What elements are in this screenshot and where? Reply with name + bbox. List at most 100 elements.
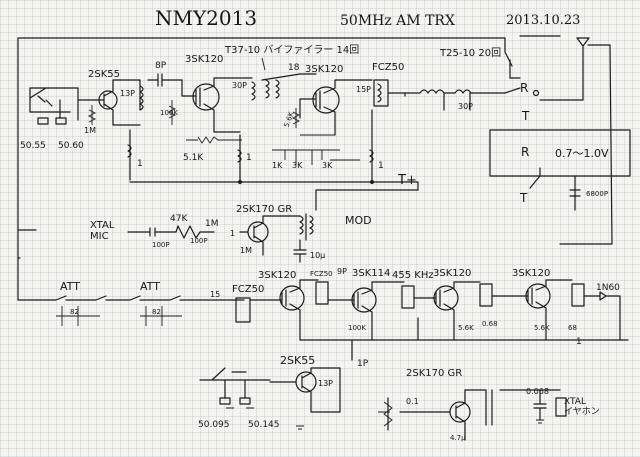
rx-res-68b: 0.68 [482, 320, 498, 328]
tx-stage1-cap-label: 30P [232, 81, 247, 90]
tx-stage1-transistor [192, 83, 220, 111]
rx-detector-label: 1N60 [596, 283, 620, 293]
mic-transistor-label: 2SK170 GR [236, 204, 292, 215]
tx-coil-note-arrow [261, 57, 266, 71]
tx-crystal-low-left: 50.55 [20, 141, 46, 151]
mic-transistor-leads [239, 215, 301, 256]
relay-cap: 6800P [586, 190, 608, 198]
tx-stage2-res-56k-shape [291, 108, 301, 128]
rx-if-transformer-3 [571, 283, 585, 307]
rx-res-5-6k-a: 5.6K [458, 324, 474, 332]
mod-transformer [299, 189, 419, 241]
rx-mixer-leads [327, 281, 405, 341]
rx-bus [299, 317, 629, 361]
mic-res-1m-b: 1M [240, 246, 252, 255]
rx-osc-leads [269, 367, 341, 413]
relay-voltage: 0.7〜1.0V [555, 147, 609, 160]
tx-power-junction [370, 180, 374, 184]
tx-stage2-leads [299, 79, 373, 136]
tx-stage1-bias [167, 100, 177, 125]
rx-if1-leads [413, 281, 481, 341]
tx-filter-label: FCZ50 [372, 62, 404, 73]
tx-choke-3 [369, 109, 374, 183]
mic-cap-100p-b: 100P [190, 237, 208, 245]
rx-af-output [499, 389, 561, 421]
rx-res-5-6k-b: 5.6K [534, 324, 550, 332]
tx-coupling-cap [147, 73, 183, 87]
mic-cap-100p-a: 100P [152, 241, 170, 249]
right-frame-wire [519, 35, 613, 245]
rx-stage1-transistor-label: 3SK120 [258, 270, 296, 281]
antenna-r-label: R [520, 81, 528, 95]
mod-transformer-label: MOD [345, 214, 372, 227]
tx-osc-wires [29, 79, 141, 126]
rx-input-wiring [35, 295, 245, 301]
tx-bias-network [272, 134, 360, 165]
tx-power-label: T+ [397, 173, 417, 188]
rx-if2-transistor-label: 3SK120 [512, 268, 550, 279]
rx-mixer-transistor [351, 287, 377, 313]
tx-osc-res-label: 1M [84, 126, 96, 135]
tx-stage1-transistor-label: 3SK120 [185, 54, 223, 65]
rx-if2-leads [491, 279, 573, 341]
tx-stage1-coil [245, 77, 256, 101]
rx-if-transformer-2 [479, 283, 493, 307]
tx-stage1-res-100k: 100K [160, 109, 178, 117]
rx-ground-marks [226, 407, 544, 430]
rx-filter-label: FCZ50 [232, 284, 264, 295]
rx-if-freq: 455 KHz [392, 270, 434, 281]
title-date: 2013.10.23 [506, 13, 580, 28]
tx-osc-transistor-leads [95, 90, 114, 111]
tx-frame-wire [17, 37, 521, 301]
rx-crystal-switch [199, 367, 271, 399]
rx-filter2-box [315, 281, 329, 305]
rx-if2-transistor [525, 283, 551, 309]
rx-osc-cap: 13P [318, 379, 333, 388]
rx-af-cap-c: 0.068 [526, 387, 549, 396]
tx-coil-turns: 18 [288, 63, 300, 73]
tx-res-3k-b: 3K [322, 161, 333, 170]
rx-if-transformer-1 [401, 285, 415, 309]
rx-att-resistors [56, 306, 182, 326]
tx-res-3k-a: 3K [292, 161, 303, 170]
tx-crystal-low-right: 50.60 [58, 141, 84, 151]
mod-cap [293, 239, 307, 263]
mic-cap-1: 1 [230, 229, 235, 238]
antenna-t-label: T [521, 109, 530, 123]
tx-crystal-b [55, 117, 67, 125]
rx-att-res-b: 82 [152, 308, 161, 316]
relay-r-label: R [521, 145, 529, 159]
tx-coupling-cap-label: 8P [155, 61, 167, 71]
rx-crystal-b-label: 50.145 [248, 420, 280, 430]
rx-stage1-leads [249, 279, 319, 341]
rx-af-cap-b: 4.7μ [450, 434, 466, 442]
tx-stage2-transistor [312, 86, 340, 114]
tx-choke-1-label: 1 [137, 159, 143, 169]
rx-res-1: 1 [576, 337, 582, 347]
rx-crystal-a-label: 50.095 [198, 420, 230, 430]
tx-osc-cap-label: 13P [120, 89, 135, 98]
tx-osc-resistor [87, 105, 97, 125]
relay-wiring [529, 167, 581, 211]
rx-mixer-transistor-label: 3SK114 [352, 268, 390, 279]
tx-res-1k: 1K [272, 161, 283, 170]
tx-osc-transistor-label: 2SK55 [88, 69, 120, 80]
tx-stage2-transistor-label: 3SK120 [305, 64, 343, 75]
tx-choke-1 [127, 129, 132, 181]
mic-wiring [127, 225, 215, 239]
tx-stage2-cap-label: 15P [356, 85, 371, 94]
rx-cap-9p: 9P [337, 267, 347, 276]
tx-stage2-res-56k: 5.6K [283, 110, 296, 128]
mic-res-47k: 47K [170, 214, 188, 224]
rx-earphone [555, 397, 567, 417]
relay-box [489, 129, 631, 177]
rx-if1-transistor-label: 3SK120 [433, 268, 471, 279]
mod-cap-label: 10μ [310, 251, 325, 260]
tx-stage1-leads [181, 77, 247, 133]
rx-osc-transistor-label: 2SK55 [280, 354, 315, 367]
tx-power-rail [129, 181, 419, 191]
rx-att1-label: ATT [60, 280, 80, 293]
rx-af-pot [378, 401, 393, 427]
tx-choke-3-label: 1 [378, 161, 384, 171]
